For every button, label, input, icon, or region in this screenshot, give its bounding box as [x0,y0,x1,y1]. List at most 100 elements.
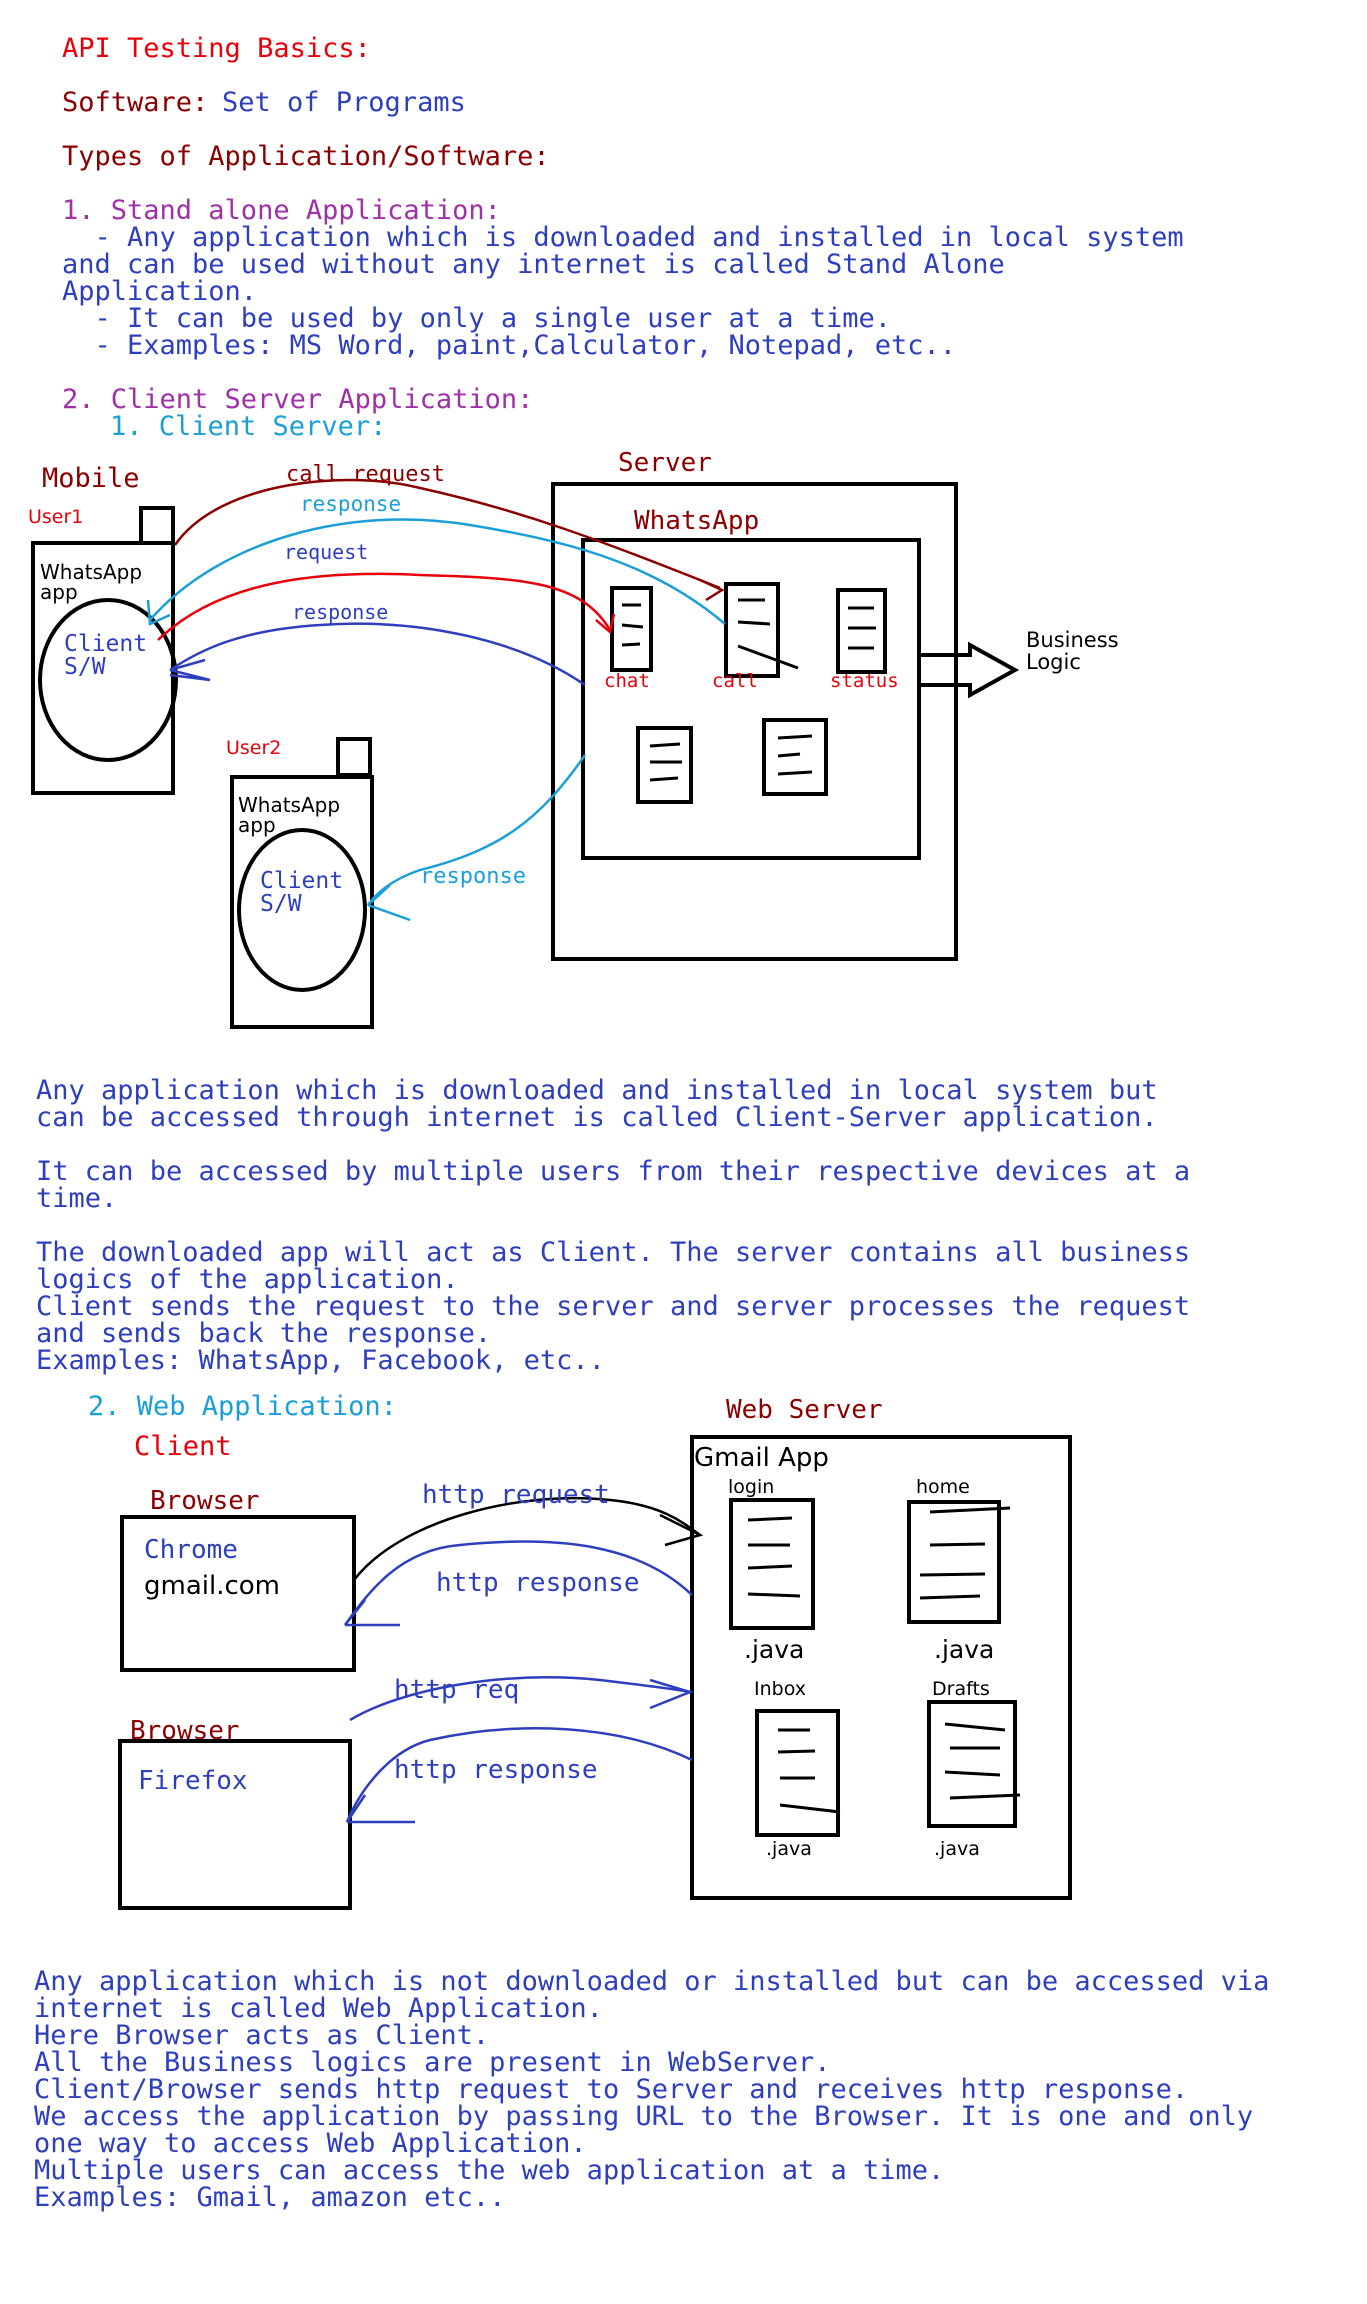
phone-1-antenna [139,506,175,545]
web-desc-line: Examples: Gmail, amazon etc.. [34,2182,506,2213]
response-label-user2: response [420,864,526,889]
status-label: status [830,670,899,692]
cs-desc-line: Client sends the request to the server a… [36,1291,1191,1322]
standalone-line: - Examples: MS Word, paint,Calculator, N… [62,330,957,361]
web-desc-line: Multiple users can access the web applic… [34,2155,945,2186]
types-heading: Types of Application/Software: [62,141,550,172]
request-label: request [284,540,369,564]
inbox-file [755,1709,840,1837]
phone-2-client-circle [237,828,367,992]
cs-desc-line: can be accessed through internet is call… [36,1102,1158,1133]
whatsapp-label: WhatsApp [634,506,760,536]
response-arrow-blue [169,622,586,687]
firefox-label: Firefox [138,1766,248,1796]
web-desc-line: Here Browser acts as Client. [34,2020,490,2051]
standalone-line: - It can be used by only a single user a… [62,303,892,334]
cs-desc-line: and sends back the response. [36,1318,492,1349]
http-response-arrow-2 [345,1727,693,1823]
mobile-label: Mobile [42,463,140,494]
http-request-label: http request [422,1480,610,1510]
phone-1-client-label: Client [64,631,148,657]
response-arrow-user2 [366,754,587,906]
standalone-line: Application. [62,276,258,307]
logic-label: Logic [1026,650,1081,674]
chrome-browser-box [120,1515,356,1672]
web-desc-line: We access the application by passing URL… [34,2101,1254,2132]
gmail-app-label: Gmail App [694,1443,829,1473]
phone-1-app-line: app [40,580,78,604]
cs-desc-line: time. [36,1183,118,1214]
web-server-box [690,1435,1072,1900]
browser-label-1: Browser [150,1486,260,1516]
call-request-arrow [173,478,721,590]
phone-2-app-line: WhatsApp [238,793,341,817]
software-label: Software: [62,87,209,118]
user1-label: User1 [28,506,84,528]
web-server-label: Web Server [726,1395,883,1425]
business-logic-arrow [917,641,1020,699]
server-box [551,482,958,961]
standalone-heading: 1. Stand alone Application: [62,195,501,226]
user2-label: User2 [226,737,282,759]
client-label: Client [134,1431,232,1462]
home-label: home [916,1476,970,1498]
inbox-label: Inbox [754,1678,806,1700]
response-label-blue: response [292,600,389,624]
phone-1-sw-label: S/W [64,654,106,680]
cs-desc-line: Examples: WhatsApp, Facebook, etc.. [36,1345,605,1376]
drafts-label: Drafts [932,1678,990,1700]
cs-desc-line: Any application which is downloaded and … [36,1075,1158,1106]
firefox-browser-box [118,1739,352,1910]
http-req-arrow [349,1676,691,1722]
home-java-label: .java [934,1635,995,1664]
call-label: call [712,670,758,692]
standalone-line: - Any application which is downloaded an… [62,222,1184,253]
server-label: Server [618,448,712,478]
http-response-label: http response [436,1568,640,1598]
browser-label-2: Browser [130,1716,240,1746]
client-server-subheading: 1. Client Server: [110,411,387,442]
web-desc-line: one way to access Web Application. [34,2128,587,2159]
login-file [729,1498,815,1630]
module-4 [636,726,693,804]
module-5 [762,718,828,796]
drafts-java-label: .java [934,1838,980,1860]
http-request-arrow [353,1496,701,1581]
cs-desc-line: logics of the application. [36,1264,459,1295]
status-module [836,588,887,674]
chat-label: chat [604,670,650,692]
software-value: Set of Programs [222,87,466,118]
phone-2-antenna [336,737,372,777]
http-req-label: http req [394,1675,520,1705]
chrome-label: Chrome [144,1535,238,1565]
login-java-label: .java [744,1635,805,1664]
phone-1-app-line: WhatsApp [40,560,143,584]
phone-2-app-line: app [238,813,276,837]
web-desc-line: Any application which is not downloaded … [34,1966,1270,1997]
page-title: API Testing Basics: [62,33,371,64]
request-arrow [157,572,612,641]
web-desc-line: internet is called Web Application. [34,1993,603,2024]
drafts-file [927,1700,1017,1828]
response-arrow-top [149,518,726,625]
home-file [907,1500,1001,1624]
response-label-top: response [300,492,402,516]
cs-desc-line: The downloaded app will act as Client. T… [36,1237,1191,1268]
whatsapp-box [581,538,921,860]
http-response-arrow [343,1540,693,1626]
inbox-java-label: .java [766,1838,812,1860]
call-request-label: call request [286,462,445,487]
web-desc-line: Client/Browser sends http request to Ser… [34,2074,1189,2105]
call-module [724,582,780,678]
gmail-url-label: gmail.com [144,1571,281,1601]
chat-module [610,586,653,672]
phone-2-client-label: Client [260,868,344,894]
cs-desc-line: It can be accessed by multiple users fro… [36,1156,1191,1187]
web-desc-line: All the Business logics are present in W… [34,2047,831,2078]
standalone-line: and can be used without any internet is … [62,249,1005,280]
web-app-heading: 2. Web Application: [88,1391,397,1422]
phone-1-client-circle [38,598,178,762]
login-label: login [728,1476,775,1498]
